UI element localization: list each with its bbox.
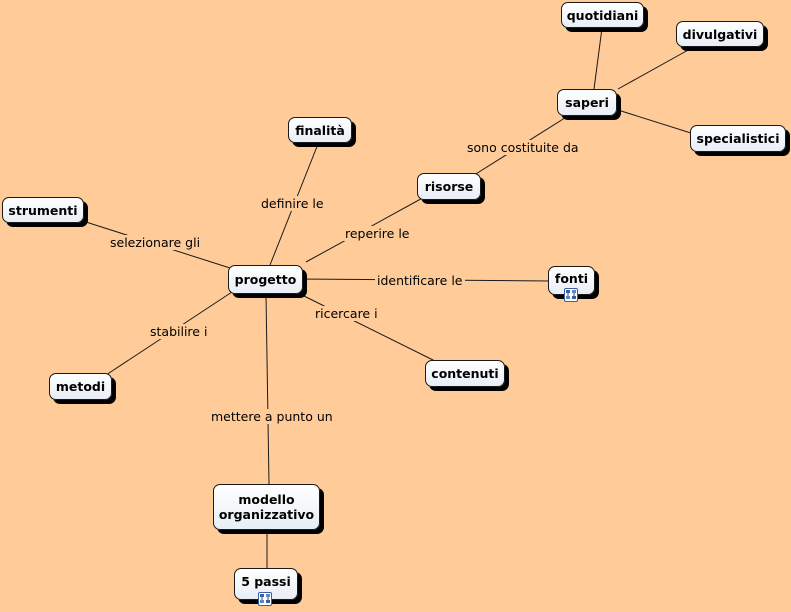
line-progetto-modello — [265, 294, 270, 485]
concept-divulgativi[interactable]: divulgativi — [676, 21, 764, 47]
link-label-sono-costituite-da: sono costituite da — [465, 140, 581, 155]
line-saperi-quotidiani — [593, 27, 603, 90]
link-label-ricercare-i: ricercare i — [313, 306, 380, 321]
concept-risorse[interactable]: risorse — [417, 173, 481, 200]
concept-contenuti[interactable]: contenuti — [425, 360, 505, 387]
concept-5-passi[interactable]: 5 passi — [234, 568, 298, 600]
concept-finalita[interactable]: finalità — [288, 117, 352, 143]
link-label-definire-le: definire le — [259, 196, 326, 211]
concept-quotidiani[interactable]: quotidiani — [561, 2, 644, 28]
concept-strumenti[interactable]: strumenti — [2, 197, 84, 223]
fonti-resource-icon[interactable] — [564, 288, 578, 302]
link-label-mettere-a-punto-un: mettere a punto un — [209, 409, 335, 424]
concept-specialistici[interactable]: specialistici — [690, 125, 786, 152]
link-label-reperire-le: reperire le — [343, 226, 412, 241]
line-saperi-divulgativi — [617, 48, 691, 90]
concept-modello-organizzativo[interactable]: modello organizzativo — [213, 484, 320, 530]
link-label-identificare-le: identificare le — [375, 273, 465, 288]
5-passi-resource-icon[interactable] — [258, 592, 272, 606]
line-saperi-specialistici — [617, 109, 695, 135]
concept-saperi[interactable]: saperi — [557, 89, 617, 116]
link-label-selezionare-gli: selezionare gli — [108, 235, 203, 250]
link-label-stabilire-i: stabilire i — [148, 324, 210, 339]
concept-metodi[interactable]: metodi — [49, 373, 112, 400]
concept-progetto[interactable]: progetto — [228, 265, 303, 294]
